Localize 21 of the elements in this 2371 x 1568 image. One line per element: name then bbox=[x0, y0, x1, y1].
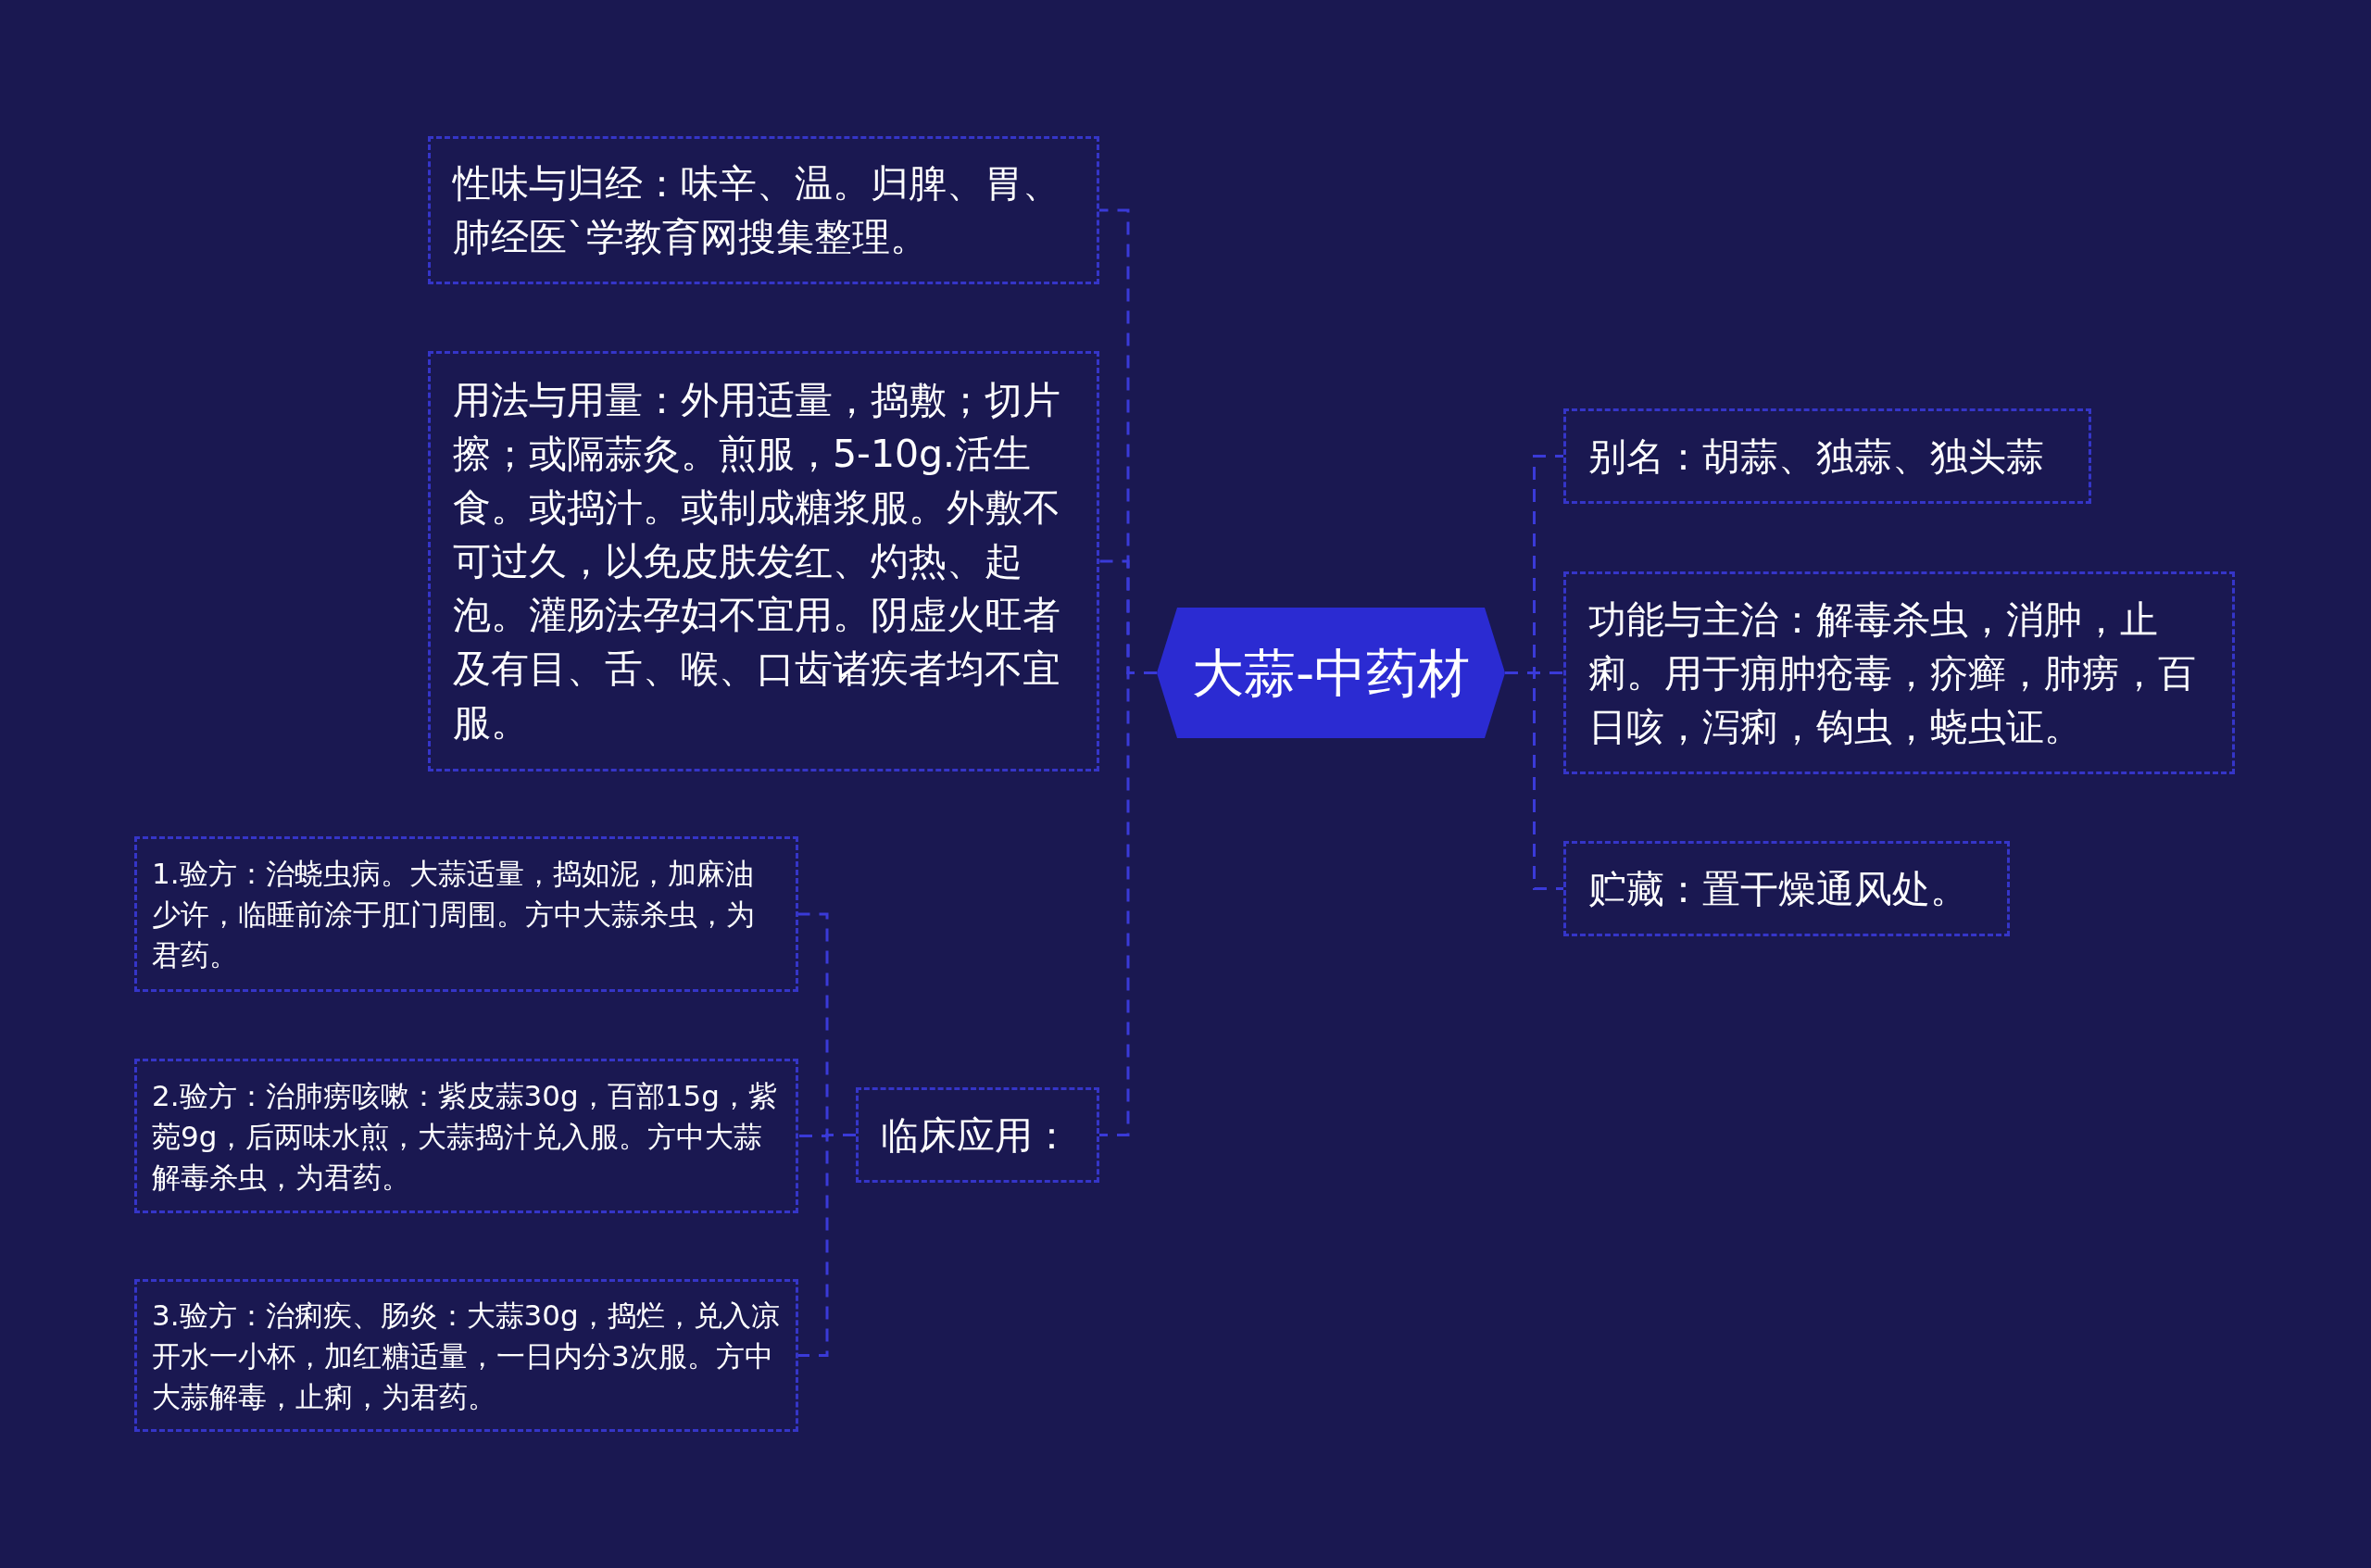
dashed-box bbox=[134, 1279, 798, 1432]
dashed-box bbox=[134, 836, 798, 992]
dashed-box bbox=[1563, 408, 2091, 504]
node-text: 功能与主治：解毒杀虫，消肿，止痢。用于痈肿疮毒，疥癣，肺痨，百日咳，泻痢，钩虫，蛲虫证。 bbox=[1588, 596, 2197, 751]
dashed-box bbox=[428, 351, 1099, 771]
connector-line bbox=[1505, 671, 1563, 890]
dashed-box bbox=[1563, 571, 2235, 774]
dashed-box bbox=[428, 136, 1099, 284]
dashed-box bbox=[1563, 841, 2010, 936]
node-text: 3.验方：治痢疾、肠炎：大蒜30g，捣烂，兑入凉开水一小杯，加红糖适量，一日内分3次服。方中大蒜解毒，止痢，为君药。 bbox=[152, 1297, 781, 1415]
node-text: 性味与归经：味辛、温。归脾、胃、肺经医`学教育网搜集整理。 bbox=[453, 160, 1061, 261]
node-text: 1.验方：治蛲虫病。大蒜适量，捣如泥，加麻油少许，临睡前涂于肛门周围。方中大蒜杀虫，为君药。 bbox=[152, 856, 756, 973]
dashed-box bbox=[134, 1059, 798, 1213]
node-text: 临床应用： bbox=[881, 1111, 1072, 1160]
node-text: 2.验方：治肺痨咳嗽：紫皮蒜30g，百部15g，紫菀9g，后两味水煎，大蒜捣汁兑入服。方中大蒜解毒杀虫，为君药。 bbox=[152, 1077, 778, 1196]
node-text: 用法与用量：外用适量，捣敷；切片擦；或隔蒜灸。煎服，5-10g.活生食。或捣汁。或制成糖浆服。外敷不可过久，以免皮肤发红、灼热、起泡。灌肠法孕妇不宜用。阴虚火旺者及有目、舌、喉、口齿诸疾者均不宜服。 bbox=[453, 377, 1061, 746]
node-title: 大蒜-中药材 bbox=[1191, 646, 1471, 699]
dashed-box bbox=[856, 1087, 1099, 1183]
connector-line bbox=[798, 1134, 856, 1357]
node-text: 贮藏：置干燥通风处。 bbox=[1588, 865, 1969, 913]
node-text: 别名：胡蒜、独蒜、独头蒜 bbox=[1588, 433, 2045, 481]
